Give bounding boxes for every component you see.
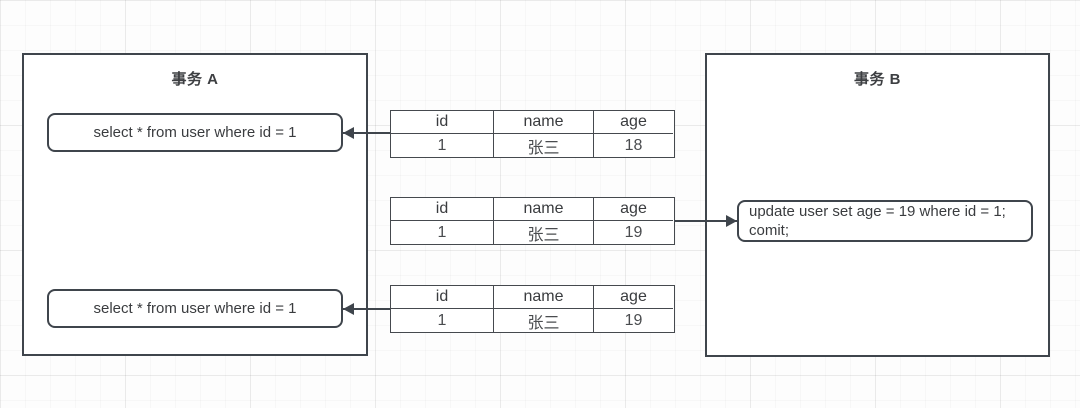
table-header-cell: name [494, 286, 594, 309]
transaction-b-title: 事务 B [853, 71, 901, 88]
table-data-cell: 18 [624, 136, 643, 154]
table-header-cell: id [391, 111, 494, 134]
user-table-snapshot-2: id name age 1 张三 19 [390, 197, 675, 245]
arrow-line [343, 132, 390, 134]
select-query-2-box: select * from user where id = 1 [47, 289, 343, 328]
table-data-cell: 1 [391, 221, 494, 244]
table-data-cell: 张三 [494, 221, 594, 244]
arrowhead-right-icon [726, 215, 737, 227]
table-header-cell: age [594, 111, 673, 134]
user-table-snapshot-3: id name age 1 张三 19 [390, 285, 675, 333]
select-query-1-text: select * from user where id = 1 [93, 124, 297, 141]
user-table-snapshot-1: id name age 1 张三 18 [390, 110, 675, 158]
table-header-cell: age [594, 198, 673, 221]
table-data-cell: 19 [624, 311, 643, 329]
table-data-cell: 19 [624, 223, 643, 241]
arrow-table1-to-query1-icon [343, 127, 390, 139]
transaction-a-title: 事务 A [171, 71, 219, 88]
select-query-2-text: select * from user where id = 1 [93, 300, 297, 317]
update-statement-line2: comit; [749, 222, 790, 239]
arrow-table2-to-update-icon [674, 215, 737, 227]
table-header-cell: id [391, 286, 494, 309]
arrow-line [674, 220, 737, 222]
table-data-cell: 1 [391, 134, 494, 157]
arrow-table3-to-query2-icon [343, 303, 390, 315]
table-data-cell: 张三 [494, 309, 594, 332]
update-statement-line1: update user set age = 19 where id = 1; [749, 203, 1006, 220]
table-header-cell: id [391, 198, 494, 221]
select-query-1-box: select * from user where id = 1 [47, 113, 343, 152]
table-header-cell: name [494, 198, 594, 221]
arrowhead-left-icon [343, 303, 354, 315]
arrow-line [343, 308, 390, 310]
table-data-cell: 1 [391, 309, 494, 332]
table-data-cell: 张三 [494, 134, 594, 157]
table-header-cell: name [494, 111, 594, 134]
table-header-cell: age [594, 286, 673, 309]
update-statement-box: update user set age = 19 where id = 1; c… [737, 200, 1033, 242]
arrowhead-left-icon [343, 127, 354, 139]
